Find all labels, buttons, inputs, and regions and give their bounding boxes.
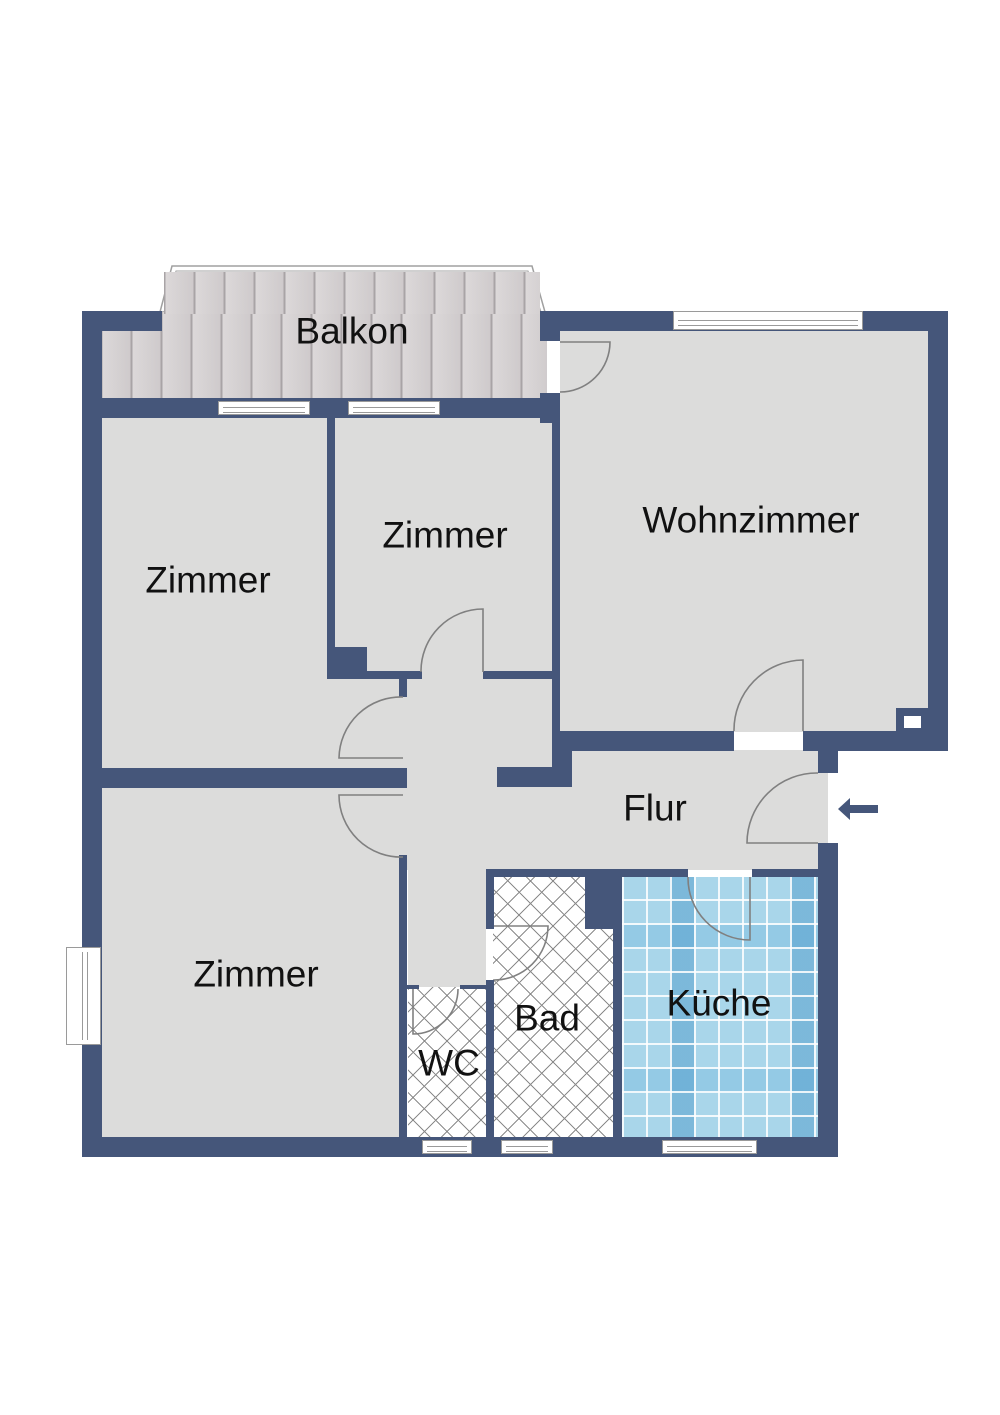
room-label-zimmer-1: Zimmer — [145, 559, 271, 601]
arrow-left-icon — [838, 798, 878, 820]
balcony-floor — [101, 312, 547, 398]
room-label-zimmer-2: Zimmer — [382, 514, 508, 556]
zimmer-1-floor — [101, 418, 327, 768]
room-label-flur: Flur — [623, 787, 687, 829]
entrance-threshold — [818, 773, 828, 843]
wall-small-post — [399, 679, 407, 697]
wall-wc-bad — [486, 980, 494, 1137]
room-label-kueche: Küche — [666, 982, 772, 1024]
window-wc — [422, 1140, 472, 1154]
wall-zimmer2-bottom-right — [483, 671, 560, 679]
wall-entry-lower — [818, 843, 838, 1157]
wall-wc-top-left — [407, 985, 419, 989]
window-kueche — [662, 1140, 757, 1154]
room-label-zimmer-3: Zimmer — [193, 953, 319, 995]
wall-entry-upper — [818, 731, 838, 773]
wall-bath-top — [486, 869, 590, 877]
window-zimmer3 — [66, 947, 101, 1045]
wall-bad-left-upper — [486, 869, 494, 929]
window-zimmer2 — [348, 401, 440, 415]
wall-outer-left — [82, 311, 102, 1157]
window-bad — [501, 1140, 553, 1154]
wall-zimmer1-right — [327, 418, 335, 678]
wall-flur-step — [552, 731, 734, 751]
wall-flur-step-left — [497, 767, 572, 787]
wall-bad-kueche — [613, 877, 622, 1137]
wall-outer-top-left — [82, 311, 162, 331]
flur-main-floor — [400, 750, 828, 870]
wall-wc-top-right — [460, 985, 490, 989]
flur-stub-floor — [408, 860, 486, 987]
wall-outer-right — [928, 311, 948, 751]
wall-balkon-bottom — [82, 398, 560, 418]
wall-wohn-bottom — [803, 731, 948, 751]
balcony-floor-top — [164, 272, 540, 314]
wall-zimmer3-right — [399, 855, 407, 1137]
wall-kueche-top-left — [612, 869, 688, 877]
wall-balkon-right — [540, 311, 560, 341]
window-zimmer1 — [218, 401, 310, 415]
wall-kueche-top-right — [752, 869, 838, 877]
window-wohnzimmer — [673, 311, 863, 330]
room-label-bad: Bad — [514, 997, 580, 1039]
chimney-opening — [904, 716, 921, 728]
wall-zimmer2-bottom-left — [327, 671, 422, 679]
room-label-balkon: Balkon — [295, 310, 409, 352]
wall-zimmer2-right — [552, 398, 560, 740]
room-label-wc: WC — [418, 1042, 480, 1084]
wall-zimmer-divider — [101, 768, 407, 788]
room-label-wohnzimmer: Wohnzimmer — [642, 499, 860, 541]
